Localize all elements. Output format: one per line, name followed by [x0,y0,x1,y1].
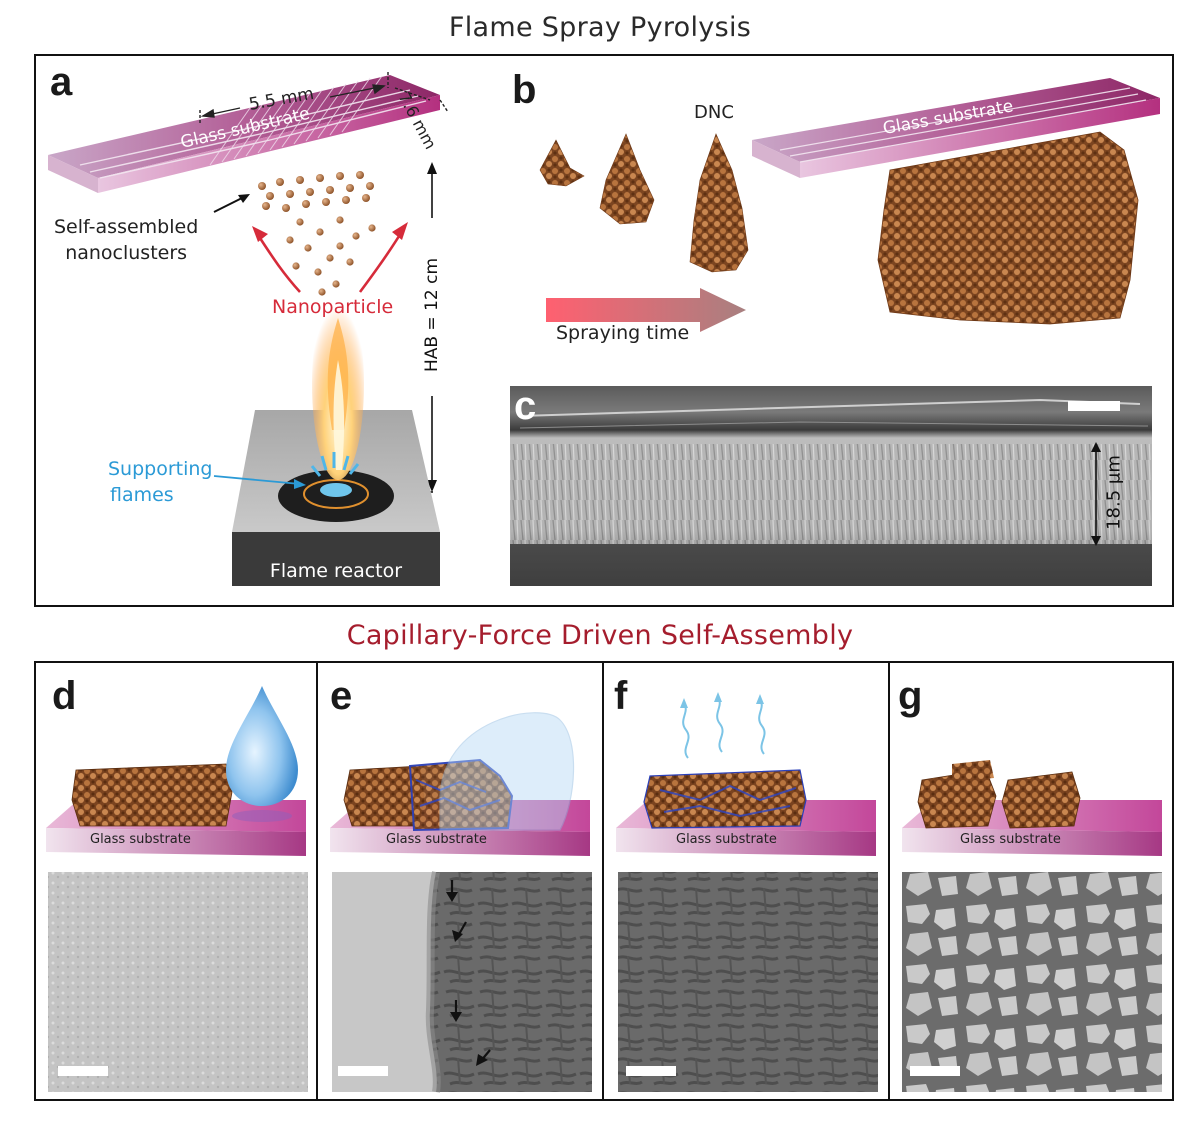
nanocluster-columns [258,171,374,212]
sem-cross-section-image [510,386,1152,586]
divider-ef [602,661,604,1101]
scale-bar-c [1068,401,1120,411]
wetted-cluster-e [408,758,514,832]
thickness-arrow [1091,442,1101,546]
nanoparticles [286,216,376,296]
vapor-wisps [682,697,766,759]
dnc-cluster-small [539,139,585,187]
panel-label-e: e [330,674,353,718]
top-section-title: Flame Spray Pyrolysis [448,12,752,43]
bottom-section-title: Capillary-Force Driven Self-Assembly [346,620,854,651]
nanoclusters-label-line2: nanoclusters [65,242,188,264]
scale-bar-d [58,1066,108,1076]
cluster-block-d [71,763,233,827]
dense-nanocluster-film [877,131,1139,325]
supporting-label-line1: Supporting [108,458,213,480]
divider-de [316,661,318,1101]
sem-image-g [902,872,1162,1092]
supporting-label-line2: flames [110,484,174,506]
panel-label-c: c [514,384,537,428]
glass-substrate-a [48,75,440,193]
panel-label-d: d [52,674,77,718]
divider-fg [888,661,890,1101]
panel-label-b: b [512,68,537,112]
spraying-time-label: Spraying time [556,322,690,344]
panel-label-a: a [50,60,73,104]
scale-bar-f [626,1066,676,1076]
substrate-label-e: Glass substrate [386,832,487,847]
sem-image-f [618,872,878,1092]
glass-substrate-b [752,78,1160,178]
dnc-cluster-medium [599,133,655,225]
cluster-block-g2 [1001,771,1081,829]
panel-a-illustration: Glass substrate 5.5 mm 7.6 mm [48,72,1160,586]
scale-bar-e [338,1066,388,1076]
nanoclusters-label: Self-assembled nanoclusters [54,214,198,266]
supporting-flames-label: Supporting flames [108,456,213,508]
nanoclusters-label-line1: Self-assembled [54,216,199,238]
flame [310,288,364,480]
dnc-label: DNC [694,102,734,123]
cluster-block-f [643,769,807,829]
substrate-label-d: Glass substrate [90,832,191,847]
substrate-label-g: Glass substrate [960,832,1061,847]
flame-reactor-label: Flame reactor [269,560,403,582]
spraying-time-arrow [546,288,746,332]
panel-label-g: g [898,674,923,718]
liquid-bubble-e [439,712,575,831]
nanoparticle-label: Nanoparticle [272,296,394,318]
scale-bar-g [910,1066,960,1076]
substrate-label-f: Glass substrate [676,832,777,847]
water-droplet-d [226,686,298,822]
sem-image-d [48,872,308,1092]
dnc-cluster-large [689,133,749,273]
panel-label-f: f [614,674,628,718]
sem-image-e [332,871,592,1093]
